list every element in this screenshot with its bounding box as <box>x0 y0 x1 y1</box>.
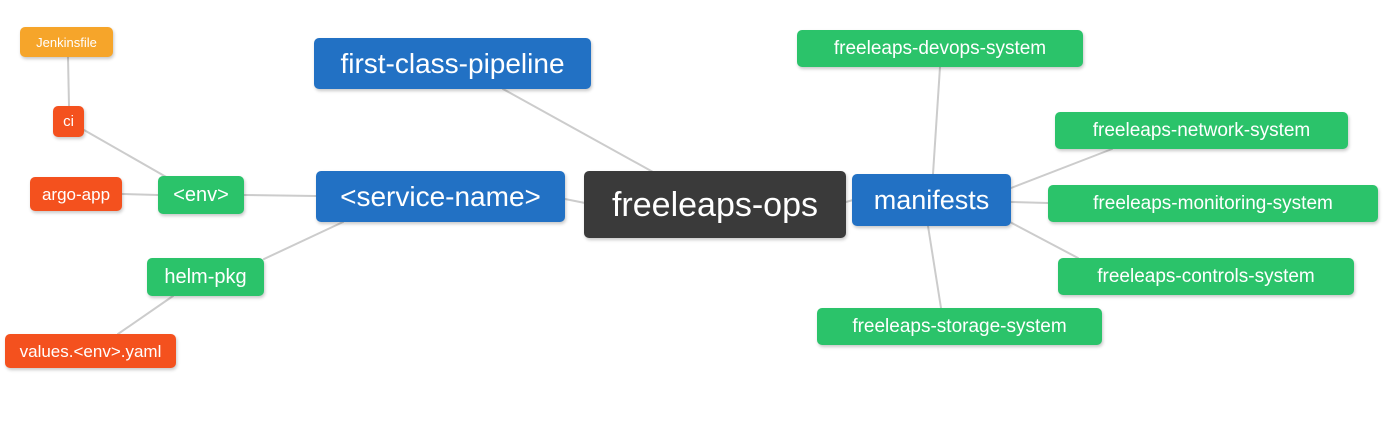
node-freeleaps-devops-system[interactable]: freeleaps-devops-system <box>797 30 1083 67</box>
node-ci[interactable]: ci <box>53 106 84 137</box>
node-label: freeleaps-devops-system <box>833 38 1047 59</box>
node-first-class-pipeline[interactable]: first-class-pipeline <box>314 38 591 89</box>
edge-first-class-pipeline-to-freeleaps-ops <box>502 88 654 173</box>
node-label: freeleaps-storage-system <box>852 316 1067 337</box>
node-values-env-yaml[interactable]: values.<env>.yaml <box>5 334 176 368</box>
node-label: helm-pkg <box>164 266 247 288</box>
edge-manifests-to-freeleaps-devops-system <box>932 66 941 175</box>
node-label: first-class-pipeline <box>340 47 565 79</box>
node-freeleaps-ops-root[interactable]: freeleaps-ops <box>584 171 846 238</box>
edge-service-name-to-freeleaps-ops <box>564 198 586 204</box>
node-label: freeleaps-controls-system <box>1097 266 1315 287</box>
node-label: freeleaps-network-system <box>1092 120 1311 141</box>
edge-ci-to-env <box>83 129 169 179</box>
node-label: values.<env>.yaml <box>19 341 162 361</box>
node-helm-pkg[interactable]: helm-pkg <box>147 258 264 296</box>
node-jenkinsfile[interactable]: Jenkinsfile <box>20 27 113 57</box>
edge-env-to-service-name <box>243 194 317 197</box>
node-label: argo-app <box>41 184 111 204</box>
edge-argo-app-to-env <box>121 193 159 196</box>
node-label: freeleaps-ops <box>611 185 818 224</box>
edge-manifests-to-freeleaps-storage-system <box>927 225 942 309</box>
edge-service-name-to-helm-pkg <box>263 221 344 260</box>
node-argo-app[interactable]: argo-app <box>30 177 122 211</box>
node-freeleaps-monitoring-system[interactable]: freeleaps-monitoring-system <box>1048 185 1378 222</box>
node-freeleaps-network-system[interactable]: freeleaps-network-system <box>1055 112 1348 149</box>
node-label: ci <box>63 113 74 130</box>
node-manifests[interactable]: manifests <box>852 174 1011 226</box>
edge-manifests-to-freeleaps-network-system <box>1010 148 1113 189</box>
edge-jenkinsfile-to-ci <box>67 56 70 107</box>
node-service-name[interactable]: <service-name> <box>316 171 565 222</box>
edge-helm-pkg-to-values-env-yaml <box>117 295 174 335</box>
node-label: Jenkinsfile <box>36 34 97 50</box>
node-env[interactable]: <env> <box>158 176 244 214</box>
node-freeleaps-storage-system[interactable]: freeleaps-storage-system <box>817 308 1102 345</box>
node-label: <service-name> <box>340 180 541 212</box>
node-label: manifests <box>873 184 990 215</box>
edge-manifests-to-freeleaps-controls-system <box>1007 220 1079 259</box>
edge-manifests-to-freeleaps-monitoring-system <box>1010 201 1049 204</box>
node-label: freeleaps-monitoring-system <box>1093 193 1333 214</box>
node-label: <env> <box>173 184 229 206</box>
node-freeleaps-controls-system[interactable]: freeleaps-controls-system <box>1058 258 1354 295</box>
